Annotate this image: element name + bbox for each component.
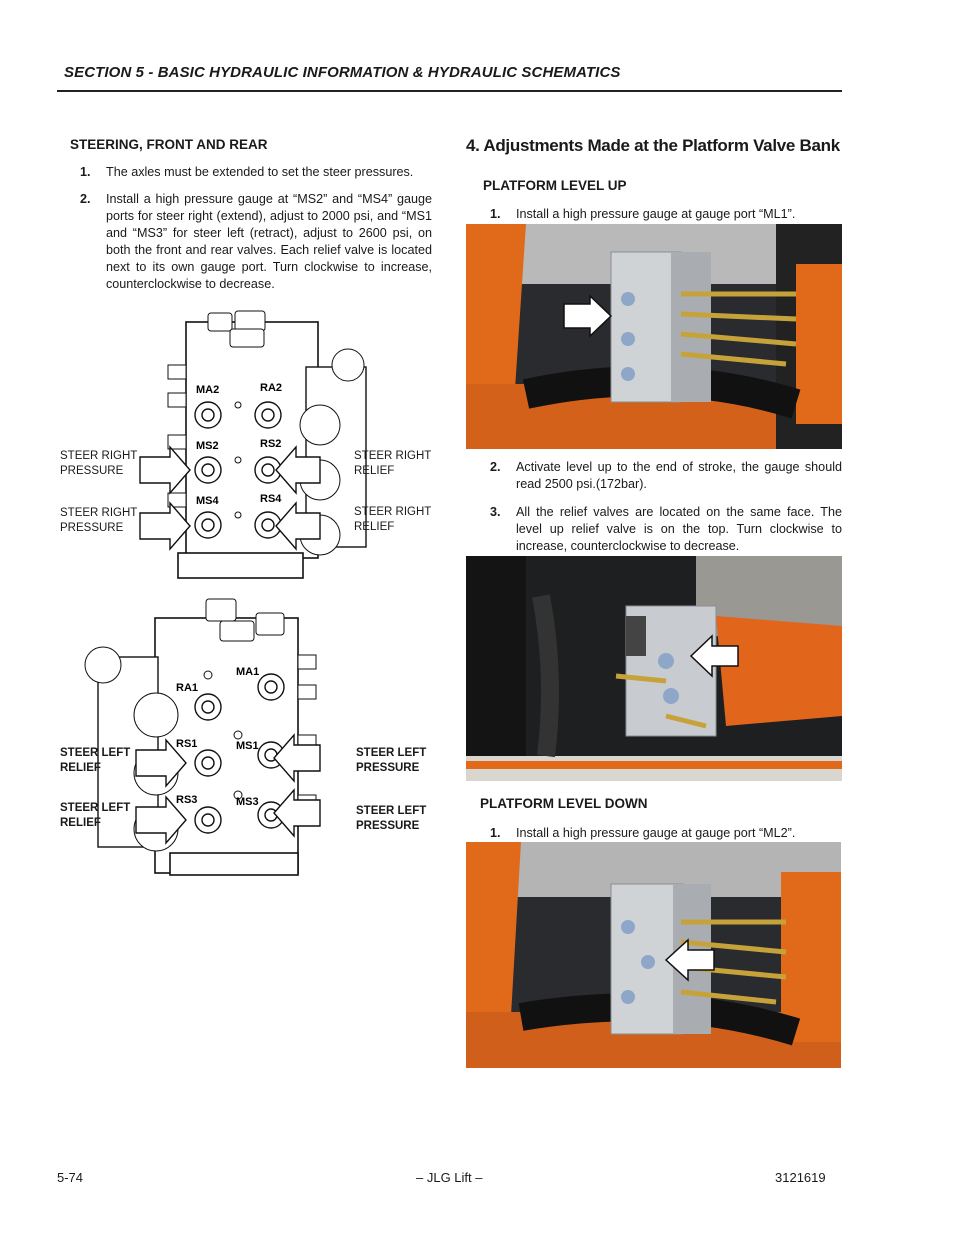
list-item: 3. All the relief valves are located on …: [490, 504, 842, 556]
relief-valve-photo: [466, 556, 842, 781]
port-label: MS1: [236, 740, 259, 752]
list-item: 1. Install a high pressure gauge at gaug…: [490, 206, 842, 224]
callout-label: STEER LEFT PRESSURE: [356, 747, 427, 774]
arrow-right-icon: [135, 795, 187, 845]
port-label: MS4: [196, 495, 220, 507]
list-item: 1. Install a high pressure gauge at gaug…: [490, 825, 842, 843]
page-number: 5-74: [57, 1170, 84, 1185]
item-number: 2.: [490, 460, 501, 474]
port-label: RS3: [176, 794, 197, 806]
steering-heading: STEERING, FRONT AND REAR: [70, 137, 268, 152]
level-down-heading: PLATFORM LEVEL DOWN: [480, 796, 648, 811]
port-label: RS4: [260, 493, 282, 505]
list-item: 2. Install a high pressure gauge at “MS2…: [80, 191, 432, 295]
list-item: 2. Activate level up to the end of strok…: [490, 459, 842, 495]
steer-right-valve-diagram: MA2 RA2 MS2 RS2 MS4 RS4 STEER RIGHT PRES…: [58, 305, 443, 585]
arrow-left-icon: [273, 733, 321, 783]
port-label: MS2: [196, 440, 219, 452]
arrow-left-icon: [273, 788, 321, 838]
item-number: 2.: [80, 192, 91, 206]
arrow-left-icon: [275, 501, 321, 551]
arrow-left-icon: [689, 634, 739, 678]
arrow-right-icon: [563, 294, 613, 338]
callout-label: STEER RIGHT PRESSURE: [60, 507, 138, 534]
callout-label: STEER LEFT RELIEF: [60, 802, 131, 829]
platform-level-up-photo: [466, 224, 842, 449]
callout-label: STEER RIGHT RELIEF: [354, 506, 432, 533]
callout-label: STEER RIGHT PRESSURE: [60, 450, 138, 477]
item-text: Install a high pressure gauge at gauge p…: [516, 826, 796, 840]
footer-center: – JLG Lift –: [416, 1170, 483, 1185]
port-label: MS3: [236, 796, 259, 808]
platform-valve-heading: 4. Adjustments Made at the Platform Valv…: [466, 136, 840, 155]
port-label: MA2: [196, 384, 219, 396]
port-label: RA2: [260, 382, 282, 394]
item-number: 1.: [490, 826, 501, 840]
item-text: Install a high pressure gauge at “MS2” a…: [106, 192, 432, 291]
callout-label: STEER LEFT RELIEF: [60, 747, 131, 774]
arrow-left-icon: [664, 938, 715, 982]
item-number: 1.: [80, 165, 91, 179]
port-label: RS2: [260, 438, 281, 450]
document-number: 3121619: [775, 1170, 826, 1185]
arrow-right-icon: [139, 445, 191, 495]
port-label: RS1: [176, 738, 197, 750]
item-number: 1.: [490, 207, 501, 221]
arrow-right-icon: [135, 738, 187, 788]
item-text: Activate level up to the end of stroke, …: [516, 460, 842, 491]
section-title: SECTION 5 - BASIC HYDRAULIC INFORMATION …: [64, 64, 621, 81]
arrow-left-icon: [275, 445, 321, 495]
platform-level-down-photo: [466, 842, 841, 1068]
header-rule: [57, 90, 842, 92]
item-text: Install a high pressure gauge at gauge p…: [516, 207, 796, 221]
level-up-heading: PLATFORM LEVEL UP: [483, 178, 627, 193]
item-text: All the relief valves are located on the…: [516, 505, 842, 553]
list-item: 1. The axles must be extended to set the…: [80, 164, 432, 182]
port-label: RA1: [176, 682, 198, 694]
item-number: 3.: [490, 505, 501, 519]
port-label: MA1: [236, 666, 259, 678]
item-text: The axles must be extended to set the st…: [106, 165, 414, 179]
callout-label: STEER LEFT PRESSURE: [356, 805, 427, 832]
callout-label: STEER RIGHT RELIEF: [354, 450, 432, 477]
steer-left-valve-diagram: RA1 MA1 RS1 MS1 RS3 MS3 STEER LEFT RELIE…: [58, 595, 443, 880]
arrow-right-icon: [139, 501, 191, 551]
